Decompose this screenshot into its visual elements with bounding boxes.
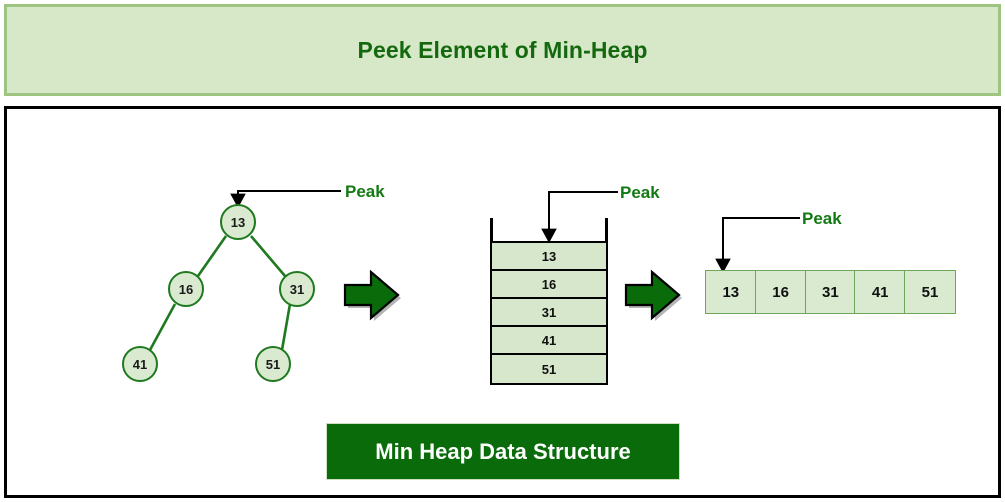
array-cell: 16 [754,270,807,314]
tree-node-left-child: 16 [168,271,204,307]
tree-node-label: 16 [178,281,194,297]
tree-node-label: 51 [265,356,281,372]
header-banner: Peek Element of Min-Heap [4,4,1001,96]
peak-label-stack: Peak [620,183,660,202]
stack-rail-right [605,218,608,244]
array-cell: 41 [854,270,906,314]
stack-cell: 51 [492,355,606,383]
tree-node-leaf-left: 41 [122,346,158,382]
array-cell: 51 [904,270,956,314]
stack-cell: 41 [492,327,606,355]
tree-node-root: 13 [220,204,256,240]
tree-node-label: 13 [230,214,246,230]
peak-label-array: Peak [802,209,842,228]
array-cell: 31 [804,270,857,314]
tree-node-leaf-right: 51 [255,346,291,382]
stack-cell: 16 [492,271,606,299]
stack-cell-value: 16 [541,276,557,292]
array-cell-value: 51 [921,283,939,301]
caption-banner: Min Heap Data Structure [326,423,680,480]
array-cell-value: 16 [772,283,789,301]
page-title: Peek Element of Min-Heap [357,36,648,63]
stack-cell: 13 [492,243,606,271]
array-cell-value: 41 [871,283,889,301]
peak-label-tree: Peak [345,182,385,201]
stack-cell: 31 [492,299,606,327]
stack-rail-left [490,218,493,244]
array-container: 13 16 31 41 51 [705,270,956,314]
stack-cell-value: 13 [541,248,557,264]
stack-cell-value: 41 [541,332,557,348]
stack-cell-value: 51 [541,361,557,377]
array-cell-value: 13 [722,283,740,301]
array-cell: 13 [705,270,757,314]
tree-node-label: 41 [132,356,148,372]
stack-cell-value: 31 [541,304,557,320]
tree-node-label: 31 [289,281,305,297]
stack-container: 13 16 31 41 51 [490,241,608,385]
array-cell-value: 31 [822,283,839,301]
caption-text: Min Heap Data Structure [375,438,631,464]
tree-node-right-child: 31 [279,271,315,307]
